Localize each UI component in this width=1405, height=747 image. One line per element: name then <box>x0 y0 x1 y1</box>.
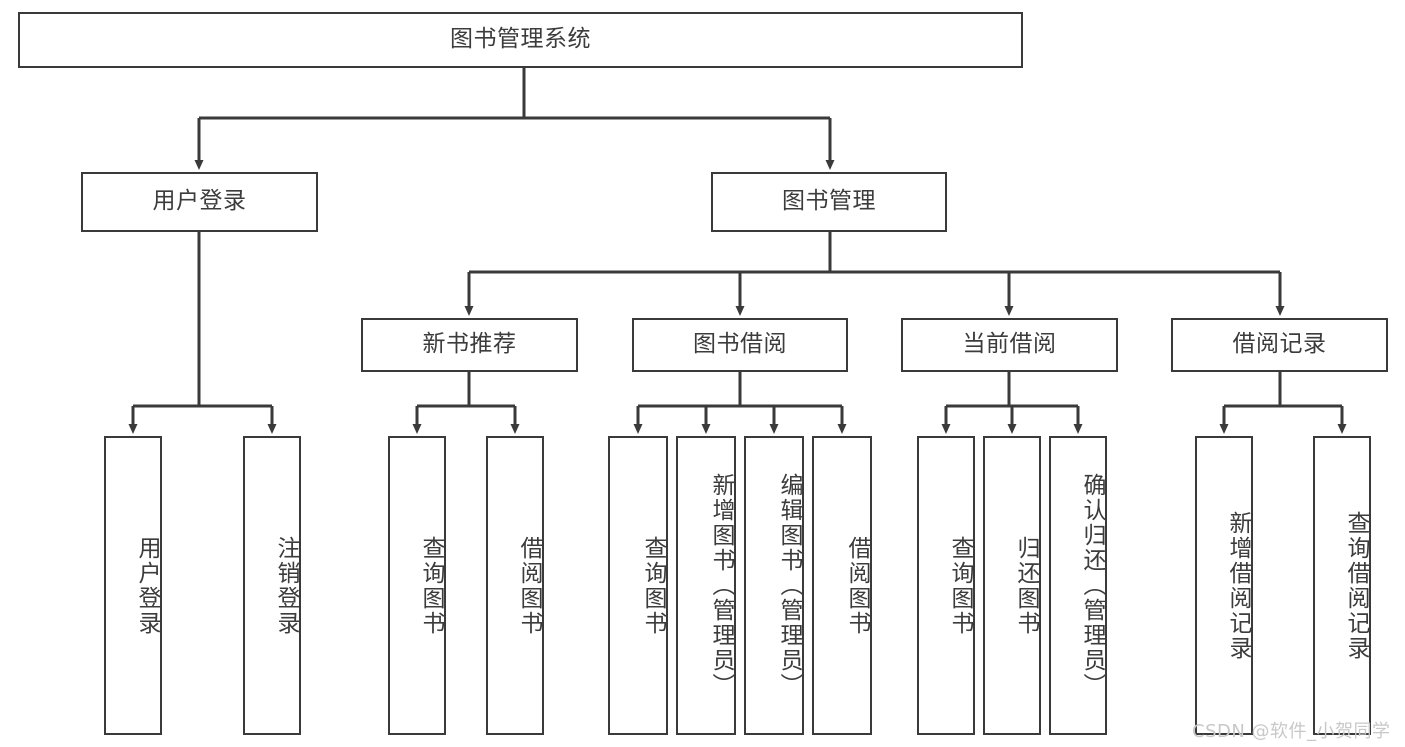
leaf-node-add-borrowing-record[interactable]: 新增借阅记录 <box>1195 436 1253 735</box>
leaf-node-logout[interactable]: 注销登录 <box>243 436 301 735</box>
leaf-node-query-books-borrowing[interactable]: 查询图书 <box>608 436 668 735</box>
leaf-node-confirm-return-admin[interactable]: 确认归还（管理员） <box>1049 436 1107 735</box>
leaf-node-add-book-admin[interactable]: 新增图书（管理员） <box>676 436 736 735</box>
node-borrowing-records[interactable]: 借阅记录 <box>1171 318 1388 372</box>
leaf-node-query-books-current[interactable]: 查询图书 <box>917 436 975 735</box>
node-root-system-title[interactable]: 图书管理系统 <box>18 12 1023 68</box>
leaf-node-query-books-recommend[interactable]: 查询图书 <box>388 436 446 735</box>
node-current-borrowing[interactable]: 当前借阅 <box>901 318 1118 372</box>
leaf-node-borrow-books-borrowing[interactable]: 借阅图书 <box>812 436 872 735</box>
node-book-management[interactable]: 图书管理 <box>711 172 947 232</box>
node-user-login[interactable]: 用户登录 <box>81 172 318 232</box>
leaf-node-edit-book-admin[interactable]: 编辑图书（管理员） <box>744 436 804 735</box>
leaf-node-return-books[interactable]: 归还图书 <box>983 436 1041 735</box>
node-book-borrowing[interactable]: 图书借阅 <box>632 318 848 372</box>
leaf-node-user-login[interactable]: 用户登录 <box>104 436 162 735</box>
csdn-watermark: CSDN @软件_小贺同学 <box>1192 721 1391 742</box>
node-new-book-recommendation[interactable]: 新书推荐 <box>361 318 578 372</box>
leaf-node-borrow-books-recommend[interactable]: 借阅图书 <box>486 436 544 735</box>
leaf-node-query-borrowing-record[interactable]: 查询借阅记录 <box>1313 436 1371 735</box>
